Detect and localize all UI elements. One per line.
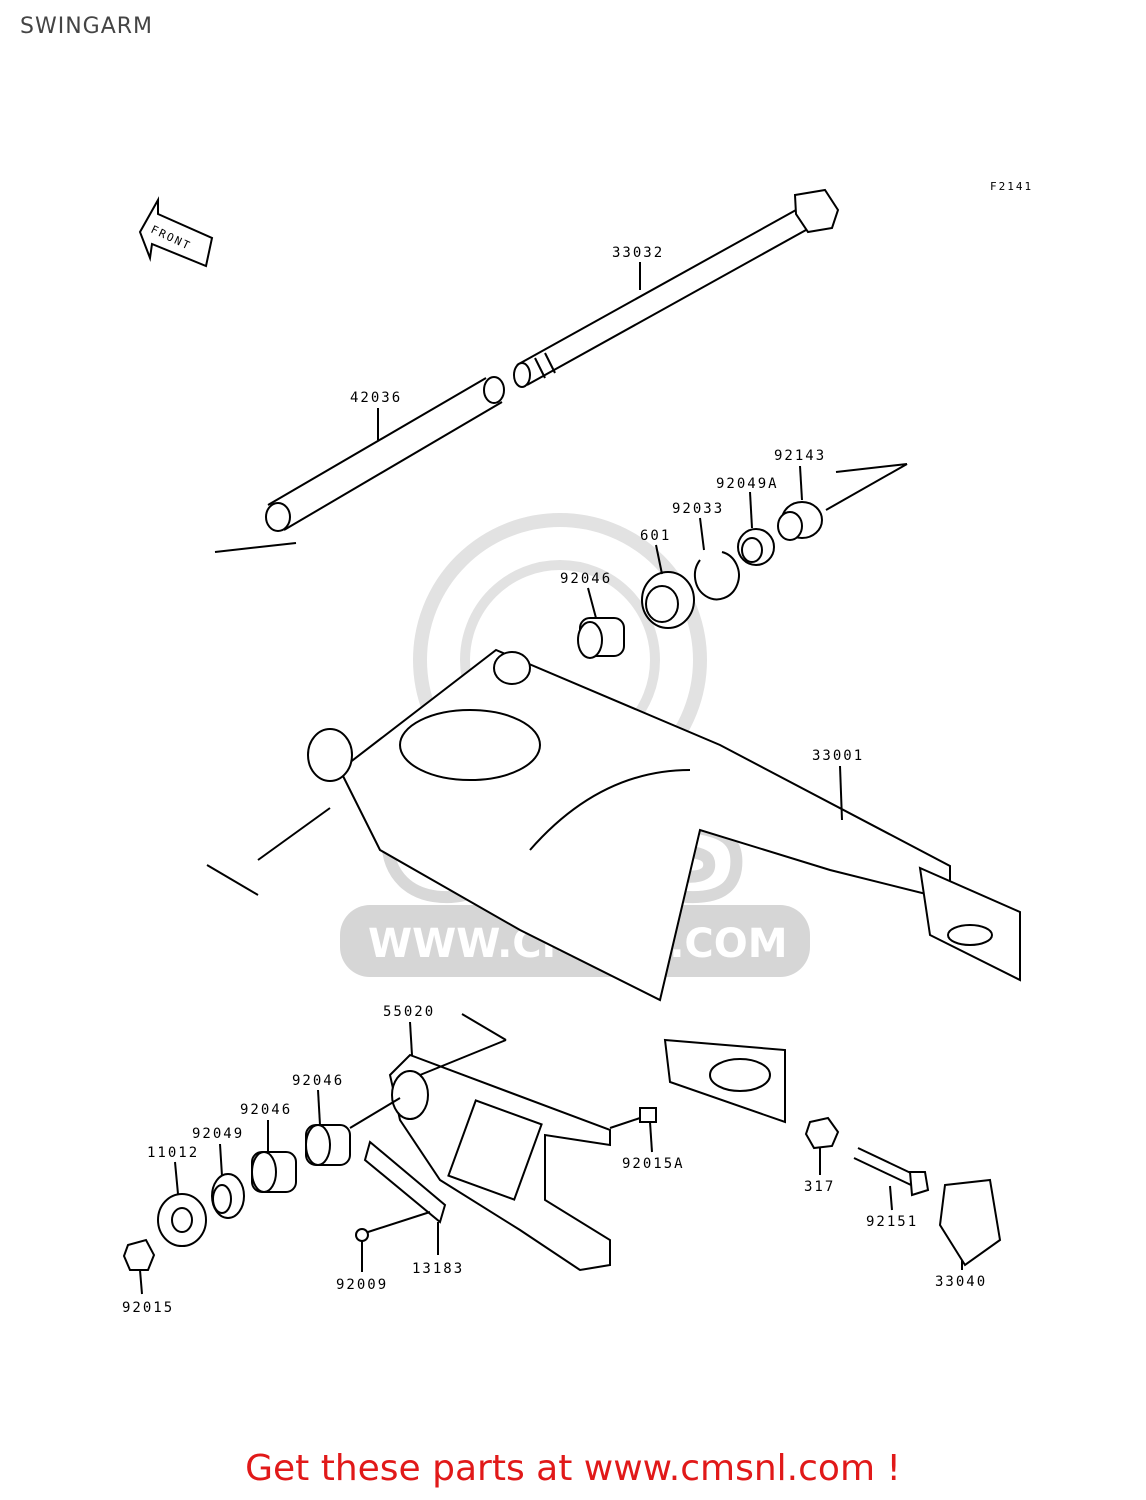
part-label[interactable]: 33001 (812, 748, 864, 764)
part-label[interactable]: 92009 (336, 1277, 388, 1293)
front-arrow-icon: FRONT (138, 196, 214, 268)
bearing-stack-right (577, 463, 908, 659)
part-label[interactable]: 42036 (350, 390, 402, 406)
part-label[interactable]: 33040 (935, 1274, 987, 1290)
page-title: SWINGARM (20, 14, 154, 39)
chain-guide (388, 1013, 611, 1272)
adjuster-bolt (853, 1147, 930, 1197)
part-label[interactable]: 92046 (240, 1102, 292, 1118)
screw (355, 1211, 431, 1242)
collar-sleeve (214, 376, 505, 553)
part-label[interactable]: 92015A (622, 1156, 685, 1172)
guide-plate (363, 1140, 447, 1224)
part-label[interactable]: 317 (804, 1179, 835, 1195)
part-label[interactable]: 601 (640, 528, 671, 544)
part-label[interactable]: 92046 (560, 571, 612, 587)
part-label[interactable]: 55020 (383, 1004, 435, 1020)
adjuster-block (938, 1178, 1002, 1267)
part-label[interactable]: 13183 (412, 1261, 464, 1277)
part-label[interactable]: 92049 (192, 1126, 244, 1142)
pivot-shaft (513, 188, 840, 388)
part-label[interactable]: 11012 (147, 1145, 199, 1161)
part-label[interactable]: 33032 (612, 245, 664, 261)
part-label[interactable]: 92143 (774, 448, 826, 464)
leader-lines (139, 262, 963, 1295)
parts-diagram: CMS WWW.CMSNL.COM FRONT F2141 (122, 180, 1033, 1316)
part-label[interactable]: 92033 (672, 501, 724, 517)
part-label[interactable]: 92015 (122, 1300, 174, 1316)
part-label[interactable]: 92046 (292, 1073, 344, 1089)
part-label[interactable]: 92151 (866, 1214, 918, 1230)
bolt-92015a (609, 1107, 657, 1129)
bearing-stack-left (122, 1097, 401, 1271)
nut-317 (804, 1116, 840, 1150)
swingarm-body (206, 648, 1021, 1124)
footer-cta-link[interactable]: Get these parts at www.cmsnl.com ! (245, 1448, 901, 1489)
figure-code: F2141 (990, 180, 1033, 193)
part-label[interactable]: 92049A (716, 476, 779, 492)
